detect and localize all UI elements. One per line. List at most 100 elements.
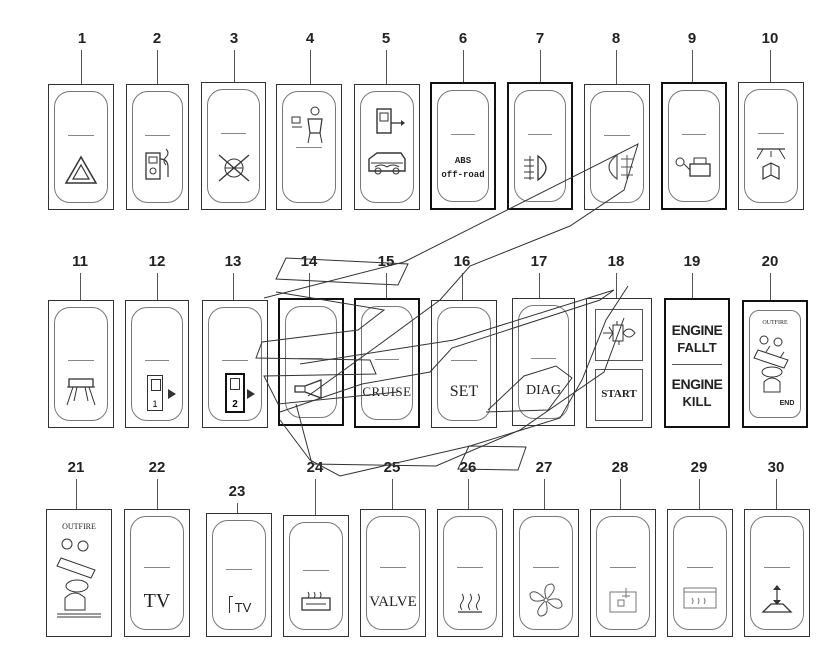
switch-heated-seat <box>283 515 349 637</box>
switch-cabinet <box>590 509 656 637</box>
start-label: START <box>601 388 637 400</box>
switch-tv: TV <box>124 509 190 637</box>
switch-fan <box>513 509 579 637</box>
callout-number: 1 <box>77 30 87 47</box>
fault-label: FALLT <box>677 340 717 355</box>
switch-engine-fault-kill: ENGINE FALLT ENGINE KILL <box>664 298 730 428</box>
callout-number: 26 <box>459 459 477 476</box>
fuel-pump-icon <box>144 148 169 180</box>
callout-number: 3 <box>229 30 239 47</box>
fire-extinguisher-icon <box>56 538 101 618</box>
callout-number: 7 <box>535 30 545 47</box>
switch-outfire: OUTFIRE <box>46 509 112 637</box>
callout-number: 2 <box>152 30 162 47</box>
abs-label: ABS <box>454 156 472 166</box>
callout-number: 13 <box>224 253 242 270</box>
door-number: 1 <box>152 399 158 409</box>
switch-fog-light <box>507 82 573 210</box>
front-fog-light-icon <box>524 154 547 182</box>
cabinet-icon <box>609 588 637 613</box>
switch-interior-reading-light <box>738 82 804 210</box>
callout-number: 4 <box>305 30 315 47</box>
engine-label: ENGINE <box>671 322 723 338</box>
callout-number: 16 <box>453 253 471 270</box>
callout-number: 10 <box>761 30 779 47</box>
switch-water-heater <box>667 509 733 637</box>
leader-line <box>770 50 771 82</box>
crossed-out-icon <box>218 154 249 182</box>
fan-icon <box>529 583 563 617</box>
horn-icon <box>294 379 322 399</box>
diag-label: DIAG <box>526 383 561 398</box>
passenger-seat-icon <box>291 106 323 144</box>
fire-extinguisher-icon <box>753 335 789 393</box>
leader-line <box>692 273 693 298</box>
callout-number: 29 <box>690 459 708 476</box>
valve-label: VALVE <box>369 594 417 610</box>
leader-line <box>309 273 310 298</box>
vehicle-icon <box>368 152 406 175</box>
leader-line <box>157 479 158 509</box>
switch-hazard-warning <box>48 84 114 210</box>
callout-number: 9 <box>687 30 697 47</box>
callout-number: 14 <box>300 253 318 270</box>
leader-line <box>540 50 541 82</box>
leader-line <box>692 50 693 82</box>
switch-heater <box>437 509 503 637</box>
leader-line <box>386 273 387 298</box>
door-icon: 1 <box>147 375 163 411</box>
outfire-label: OUTFIRE <box>762 320 788 326</box>
callout-number: 28 <box>611 459 629 476</box>
switch-valve: VALVE <box>360 509 426 637</box>
callout-number: 6 <box>458 30 468 47</box>
arrow-right-icon <box>168 389 176 399</box>
switch-set: SET <box>431 300 497 428</box>
leader-line <box>386 50 387 84</box>
leader-line <box>699 479 700 509</box>
switch-passenger-seat <box>276 84 342 210</box>
callout-number: 12 <box>148 253 166 270</box>
leader-line <box>80 273 81 300</box>
door-icon: 2 <box>225 373 245 413</box>
callout-number: 23 <box>228 483 246 500</box>
leader-line <box>463 50 464 82</box>
callout-number: 20 <box>761 253 779 270</box>
switch-work-light <box>661 82 727 210</box>
cruise-label: CRUISE <box>362 384 412 399</box>
callout-number: 15 <box>377 253 395 270</box>
switch-tv-small: TV <box>206 513 272 637</box>
kill-label: KILL <box>682 394 712 409</box>
callout-number: 5 <box>381 30 391 47</box>
switch-kneeling <box>744 509 810 637</box>
ceiling-lamp-icon <box>66 378 96 406</box>
leader-line <box>392 479 393 509</box>
tv-bracket-icon <box>229 596 233 613</box>
leader-line <box>468 479 469 509</box>
switch-ceiling-lamp <box>48 300 114 428</box>
tv-label: TV <box>234 600 252 615</box>
switch-door-2: 2 <box>202 300 268 428</box>
leader-line <box>315 479 316 515</box>
callout-number: 25 <box>383 459 401 476</box>
switch-rear-fog-light <box>584 84 650 210</box>
heater-icon <box>458 593 482 613</box>
tv-label: TV <box>143 590 171 612</box>
callout-number: 30 <box>767 459 785 476</box>
callout-number: 22 <box>148 459 166 476</box>
arrow-right-icon <box>247 389 255 399</box>
leader-line <box>157 273 158 300</box>
end-label: END <box>779 400 795 407</box>
switch-cruise: CRUISE <box>354 298 420 428</box>
leader-line <box>81 50 82 84</box>
leader-line <box>234 50 235 82</box>
switch-start: START <box>586 298 652 428</box>
callout-number: 17 <box>530 253 548 270</box>
leader-line <box>157 50 158 84</box>
engine-label: ENGINE <box>671 376 723 392</box>
callout-number: 21 <box>67 459 85 476</box>
switch-door-1: 1 <box>125 300 189 428</box>
switch-fuel-heater <box>126 84 189 210</box>
callout-number: 8 <box>611 30 621 47</box>
leader-line <box>616 50 617 84</box>
